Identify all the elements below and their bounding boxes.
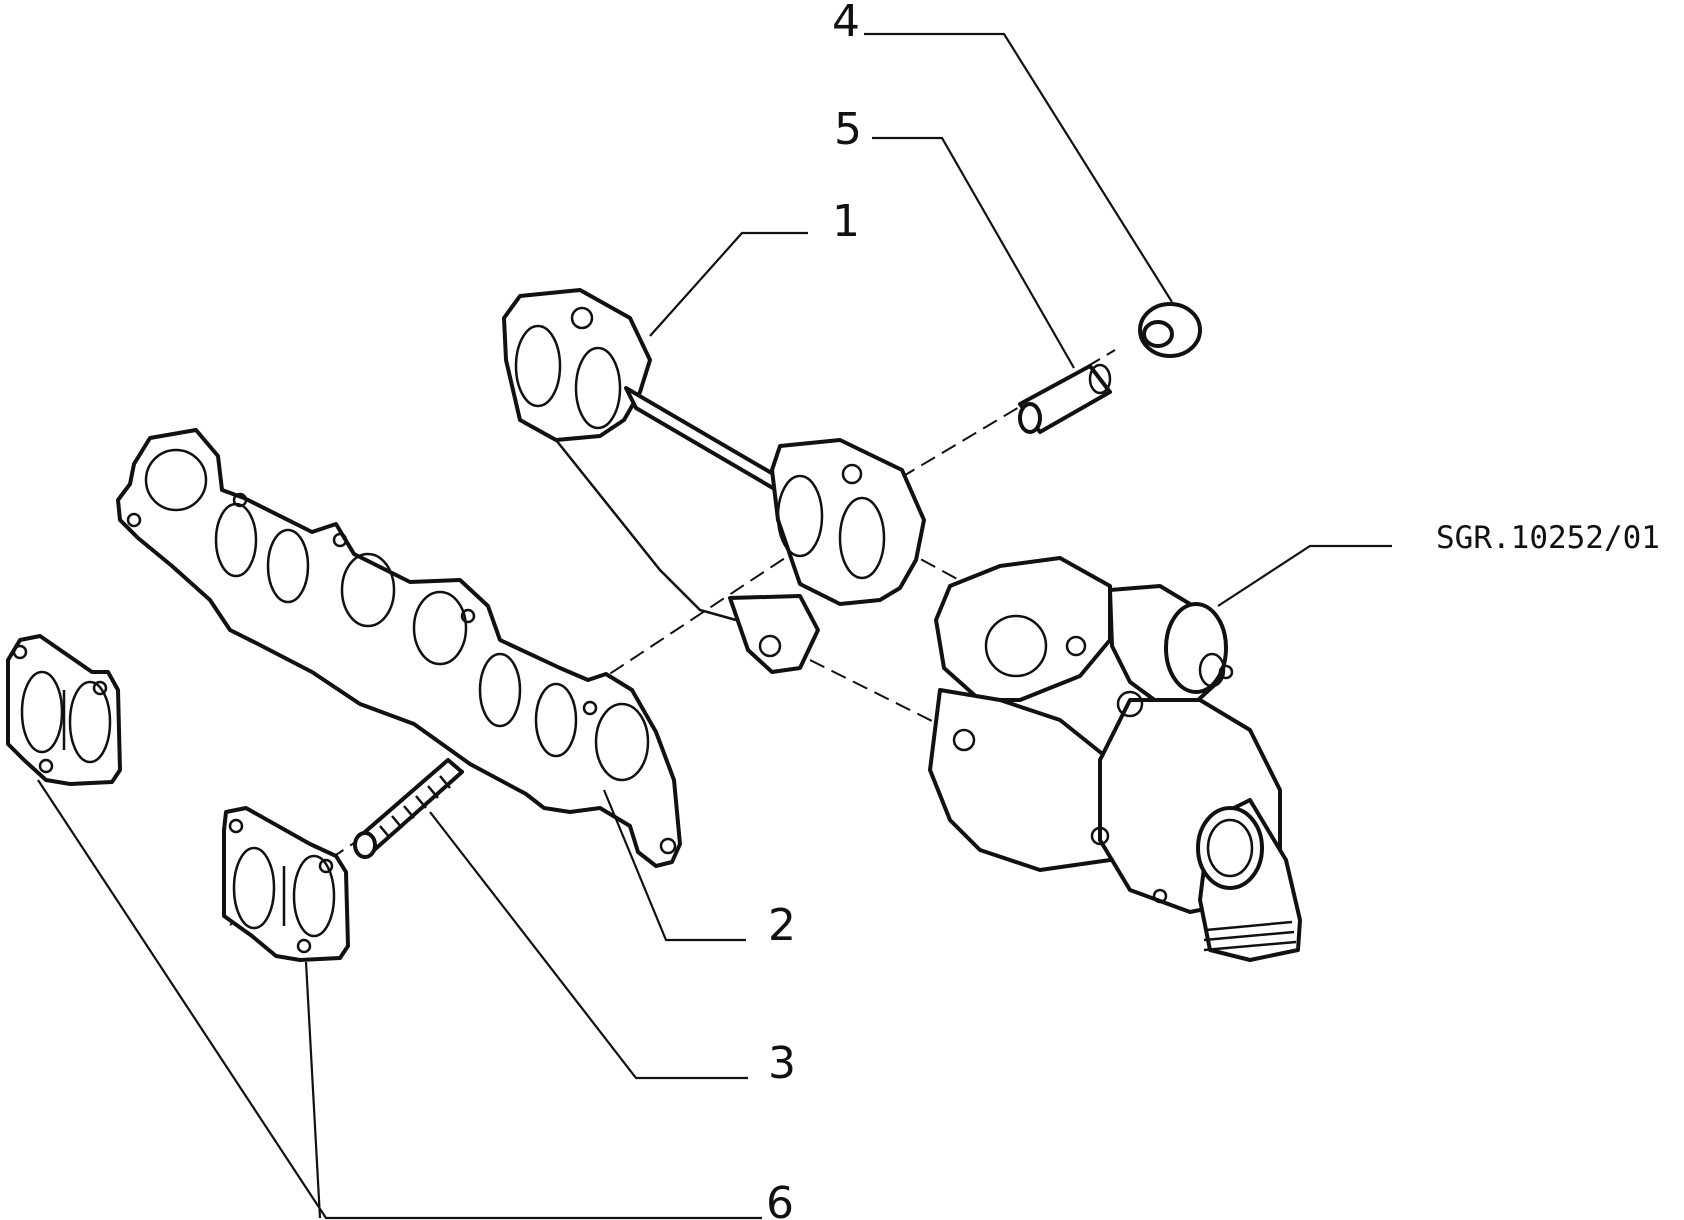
callout-3: 3 [768,1038,796,1089]
callout-4: 4 [832,0,860,47]
turbocharger [928,556,1302,962]
spacer-sleeve [1018,363,1112,434]
gasket-small-left [6,634,122,786]
callout-1: 1 [832,196,860,247]
leader-3 [429,811,748,1080]
leader-5 [872,136,1075,369]
reference-code: SGR.10252/01 [1436,520,1660,556]
gasket-small-center [222,806,350,962]
leader-4 [864,32,1173,303]
leader-ref [1217,544,1392,607]
stud [353,758,464,859]
callout-labels: 4 5 1 2 3 6 SGR.10252/01 [766,0,1660,1220]
exhaust-manifold [502,288,926,674]
callout-5: 5 [834,104,862,155]
leader-6a [37,779,762,1220]
leader-lines [37,32,1392,1220]
axis-lower [809,659,961,736]
leader-6b [304,961,322,1219]
leader-2 [602,789,746,942]
callout-2: 2 [768,900,796,951]
flange-nut [1138,302,1202,358]
manifold-gasket [116,428,682,868]
callout-6: 6 [766,1178,794,1220]
leader-1 [649,231,808,337]
